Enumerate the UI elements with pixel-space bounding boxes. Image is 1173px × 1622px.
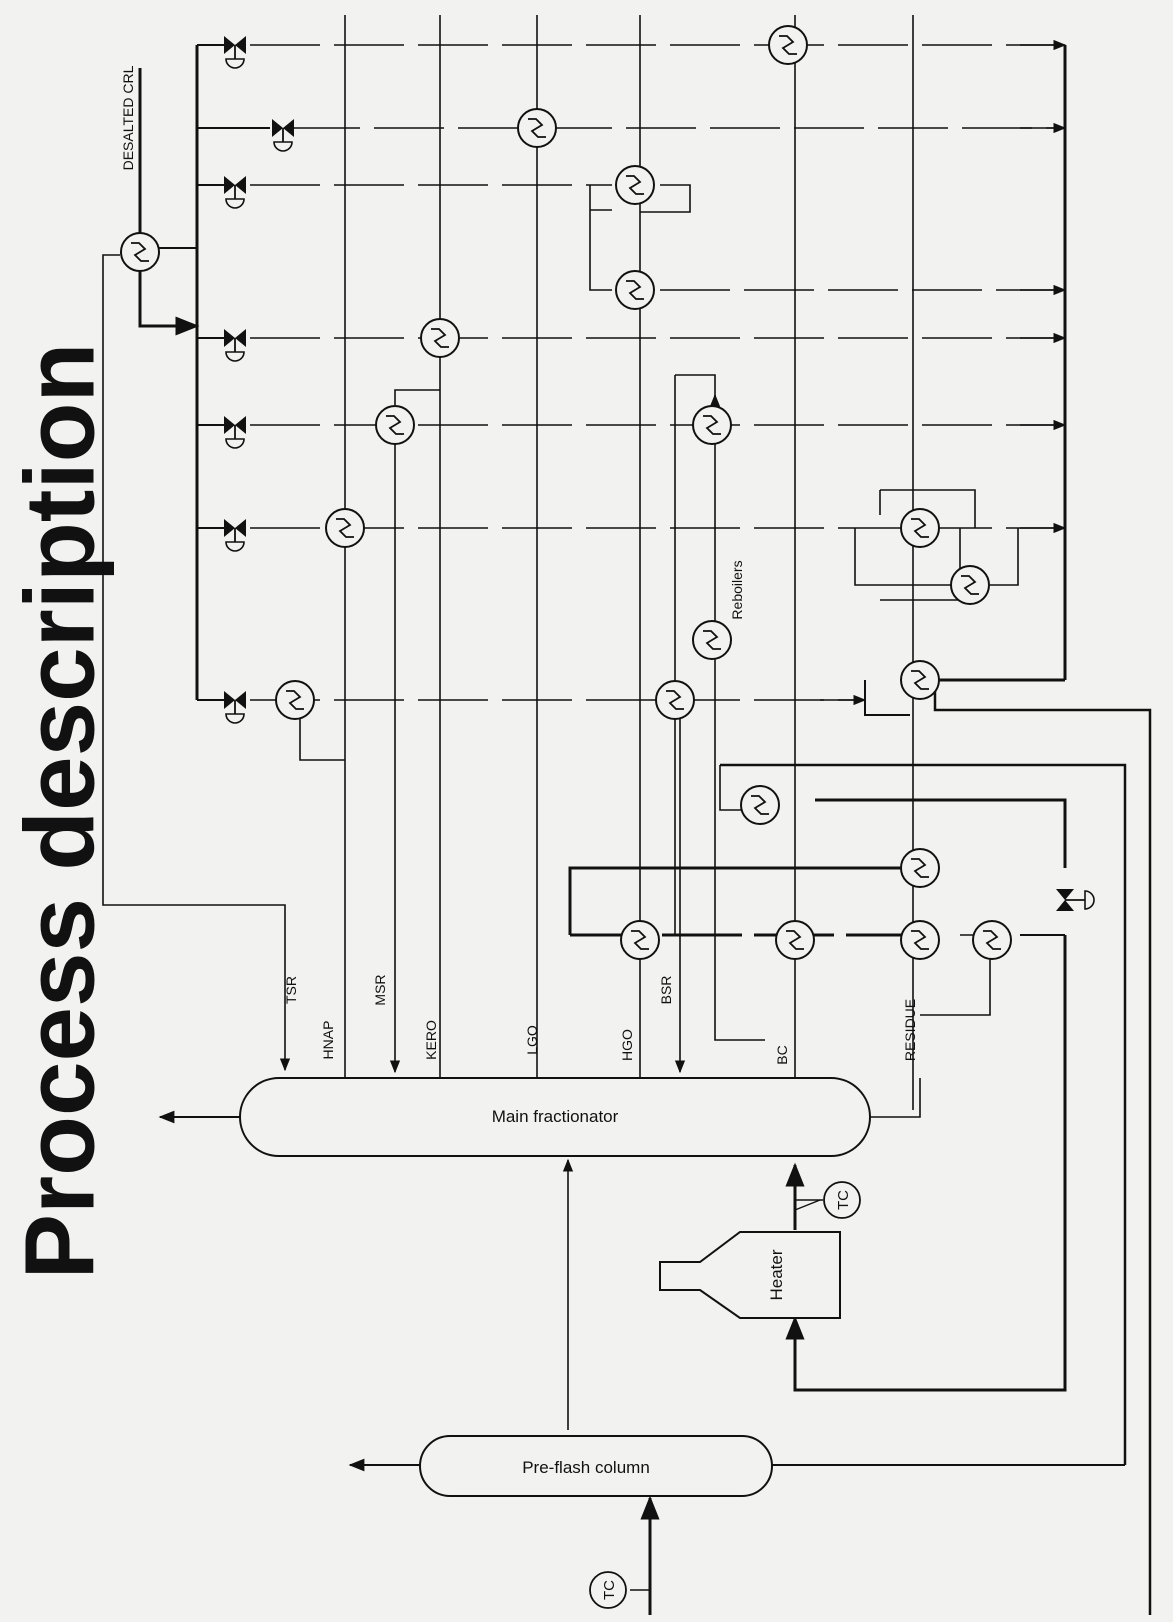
heat-exchanger-icon <box>775 920 815 960</box>
heat-exchanger-icon <box>900 920 940 960</box>
stream-label-tsr: TSR <box>283 976 299 1004</box>
stream-labels: TSR HNAP MSR KERO LGO HGO BSR BC RESIDUE… <box>120 65 918 1064</box>
heat-exchanger-icon <box>900 848 940 888</box>
temperature-controller-top: TC <box>795 1181 861 1219</box>
stream-label-hgo: HGO <box>619 1029 635 1061</box>
control-valve-icon <box>223 518 247 552</box>
heat-exchanger-icon <box>900 660 940 700</box>
control-valve-icon <box>223 328 247 362</box>
heat-exchangers <box>120 25 1012 960</box>
heat-exchanger-icon <box>375 405 415 445</box>
stream-label-residue: RESIDUE <box>902 999 918 1061</box>
heat-exchanger-icon <box>692 405 732 445</box>
temperature-controller-bottom: TC <box>589 1571 627 1609</box>
heat-exchanger-icon <box>655 680 695 720</box>
heat-exchanger-icon <box>740 785 780 825</box>
heat-exchanger-icon <box>972 920 1012 960</box>
main-fractionator-label: Main fractionator <box>492 1107 619 1126</box>
heater: Heater <box>659 1231 841 1319</box>
pre-flash-column-label: Pre-flash column <box>522 1458 650 1477</box>
stream-label-kero: KERO <box>423 1020 439 1060</box>
reboiler-exchanger-icon <box>692 620 732 660</box>
heat-exchanger-icon <box>517 108 557 148</box>
control-valve-icon <box>223 35 247 69</box>
heat-exchanger-icon <box>950 565 990 605</box>
stream-label-msr: MSR <box>372 974 388 1005</box>
heat-exchanger-icon <box>325 508 365 548</box>
residue-circuit <box>158 680 1152 1615</box>
tc-label: TC <box>601 1580 618 1600</box>
control-valve-icon <box>223 690 247 724</box>
heat-exchanger-icon <box>620 920 660 960</box>
stream-label-desalted-crude: DESALTED CRL <box>120 65 136 170</box>
stream-label-reboilers: Reboilers <box>729 560 745 619</box>
heat-exchanger-icon <box>420 318 460 358</box>
control-valve-icon <box>223 415 247 449</box>
stream-label-hnap: HNAP <box>320 1021 336 1060</box>
pre-flash-column: Pre-flash column <box>419 1435 773 1497</box>
stream-label-lgo: LGO <box>524 1025 540 1055</box>
control-valve-icon <box>271 118 295 152</box>
stream-label-bc: BC <box>774 1045 790 1064</box>
main-fractionator: Main fractionator <box>239 1077 871 1157</box>
heater-label: Heater <box>767 1249 786 1300</box>
control-valves <box>223 35 1095 911</box>
stream-label-bsr: BSR <box>658 976 674 1005</box>
heat-exchanger-icon <box>615 165 655 205</box>
heat-exchanger-icon <box>275 680 315 720</box>
heat-exchanger-icon <box>615 270 655 310</box>
heat-exchanger-icon <box>768 25 808 65</box>
heat-exchanger-icon <box>900 508 940 548</box>
tc-label: TC <box>835 1190 852 1210</box>
crude-preheat-exchanger-icon <box>120 232 160 272</box>
residue-control-valve-icon <box>1056 889 1095 911</box>
crude-preheat-network <box>102 39 1067 1072</box>
control-valve-icon <box>223 175 247 209</box>
